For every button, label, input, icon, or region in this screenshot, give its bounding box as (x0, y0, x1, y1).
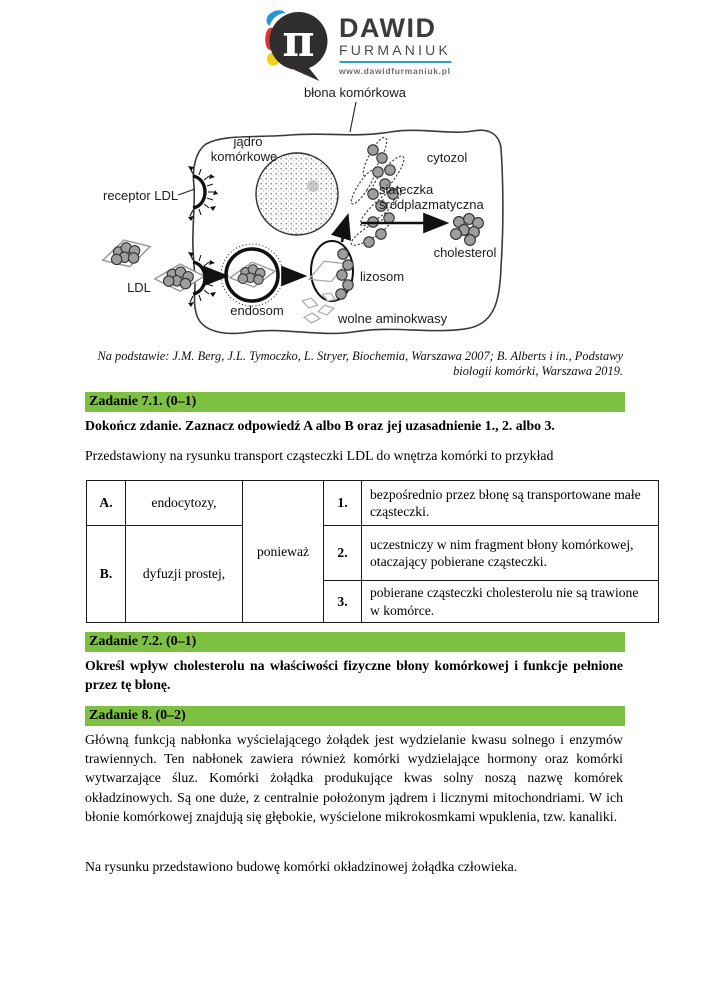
ldl-particle-1 (99, 235, 154, 271)
nucleus-label-2: komórkowe (211, 149, 277, 164)
cytosol-label: cytozol (427, 150, 468, 165)
table-row: 3. pobierane cząsteczki cholesterolu nie… (87, 580, 659, 623)
logo-pi-icon: π (264, 10, 327, 81)
option-b-text[interactable]: dyfuzji prostej, (125, 525, 243, 623)
option-a-text[interactable]: endocytozy, (125, 480, 243, 526)
task-7-1-intro: Przedstawiony na rysunku transport cząst… (85, 448, 554, 463)
reason-1-num[interactable]: 1. (323, 480, 362, 526)
task-7-1-header: Zadanie 7.1. (0–1) (85, 392, 625, 412)
task-7-2-instruction: Określ wpływ cholesterolu na właściwości… (85, 658, 623, 693)
task-7-1-instruction: Dokończ zdanie. Zaznacz odpowiedź A albo… (85, 418, 555, 433)
logo-text: DAWID FURMANIUK www.dawidfurmaniuk.pl (338, 12, 452, 76)
receptor-label: receptor LDL (103, 188, 178, 203)
option-b-letter[interactable]: B. (86, 525, 126, 623)
task-7-2-header: Zadanie 7.2. (0–1) (85, 632, 625, 652)
task-8-header: Zadanie 8. (0–2) (85, 706, 625, 726)
membrane-label: błona komórkowa (304, 85, 407, 100)
task-8-note: Na rysunku przedstawiono budowę komórki … (85, 859, 518, 874)
pi-symbol: π (282, 16, 314, 67)
er-cholesterol-dots (363, 144, 399, 248)
table-row: A. endocytozy, ponieważ 1. bezpośrednio … (86, 480, 659, 623)
reason-3-text[interactable]: pobierane cząsteczki cholesterolu nie są… (361, 580, 659, 623)
reason-1-text[interactable]: bezpośrednio przez błonę są transportowa… (361, 480, 659, 526)
logo-title: DAWID (338, 12, 437, 43)
nucleus-label-1: jądro (233, 134, 263, 149)
endoplasmic-reticulum (350, 136, 405, 246)
endosome-label: endosom (230, 303, 283, 318)
reason-2-num[interactable]: 2. (323, 525, 362, 581)
table-row: B. dyfuzji prostej, 2. uczestniczy w nim… (86, 525, 659, 623)
amino-acids-label: wolne aminokwasy (337, 311, 448, 326)
logo: π DAWID FURMANIUK www.dawidfurmaniuk.pl (256, 8, 452, 82)
transport-arrows (203, 212, 450, 287)
option-a-letter[interactable]: A. (86, 480, 126, 526)
connector-cell: ponieważ (242, 480, 324, 623)
logo-website: www.dawidfurmaniuk.pl (338, 65, 451, 76)
membrane-pointer-line (349, 101, 357, 133)
lysosome-label: lizosom (360, 269, 404, 284)
cholesterol-cluster (450, 213, 484, 246)
task-7-1-answer-table: A. endocytozy, ponieważ 1. bezpośrednio … (86, 480, 659, 623)
logo-underline (338, 60, 452, 63)
lysosome (307, 240, 354, 302)
source-line-2: biologii komórki, Warszawa 2019. (453, 364, 623, 379)
cholesterol-label: cholesterol (434, 245, 497, 260)
er-label-2: śródplazmatyczna (379, 197, 485, 212)
nucleolus (307, 180, 319, 192)
ldl-transport-diagram: błona komórkowa jądro komórkowe siateczk… (99, 85, 504, 335)
ldl-label: LDL (127, 280, 151, 295)
source-line-1: Na podstawie: J.M. Berg, J.L. Tymoczko, … (97, 349, 623, 363)
task-8-paragraph: Główną funkcją nabłonka wyścielającego ż… (85, 732, 623, 824)
receptor-pointer-line (177, 188, 196, 196)
er-label-1: siateczka (379, 182, 434, 197)
reason-2-text[interactable]: uczestniczy w nim fragment błony komórko… (361, 525, 659, 581)
free-amino-acids (301, 292, 337, 324)
nucleus (255, 152, 339, 236)
source-citation: Na podstawie: J.M. Berg, J.L. Tymoczko, … (85, 349, 623, 379)
reason-3-num[interactable]: 3. (323, 580, 362, 623)
logo-subtitle: FURMANIUK (338, 41, 452, 58)
